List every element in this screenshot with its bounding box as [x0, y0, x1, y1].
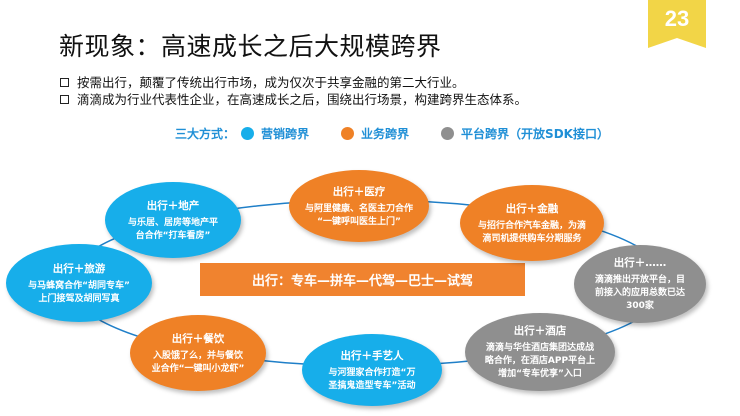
bullet-item: 按需出行，颠覆了传统出行市场，成为仅次于共享金融的第二大行业。	[60, 74, 527, 91]
node-text: 与阿里健康、名医主刀合作	[304, 203, 413, 214]
node-title: 出行＋地产	[146, 199, 200, 212]
bullet-square-icon	[60, 78, 69, 87]
legend-text: 平台跨界（开放SDK接口）	[461, 127, 609, 141]
node-text: 滴滴与华住酒店集团达成战	[485, 343, 594, 353]
node-real-estate: 出行＋地产 与乐居、居房等地产平 台合作“打车看房”	[105, 182, 241, 258]
bullet-list: 按需出行，颠覆了传统出行市场，成为仅次于共享金融的第二大行业。 滴滴成为行业代表…	[60, 74, 527, 108]
node-text: 与乐居、居房等地产平	[127, 217, 218, 228]
node-text: 300家	[626, 301, 654, 311]
node-food: 出行＋餐饮 入股饿了么，并与餐饮 业合作“一键叫小龙虾”	[130, 315, 266, 391]
node-more: 出行＋…… 滴滴推出开放平台，目 前接入的应用总数已达 300家	[574, 245, 706, 323]
node-medical: 出行＋医疗 与阿里健康、名医主刀合作 “一键呼叫医生上门”	[289, 170, 429, 242]
slide-title: 新现象：高速成长之后大规模跨界	[59, 32, 442, 61]
bullet-square-icon	[60, 95, 69, 104]
node-text: 增加“专车优享”入口	[498, 369, 582, 379]
node-title: 出行＋餐饮	[171, 332, 225, 345]
node-title: 出行＋……	[613, 257, 667, 269]
legend-item-business: 业务跨界	[335, 125, 409, 142]
node-text: 与招行合作汽车金融，为滴	[477, 220, 586, 231]
node-text: 滴司机提供购车分期服务	[482, 233, 582, 244]
node-text: 入股饿了么，并与餐饮	[152, 350, 243, 361]
node-text: 圣搞鬼造型专车”活动	[328, 380, 416, 391]
page-badge	[648, 0, 706, 38]
legend-text: 营销跨界	[261, 127, 310, 141]
node-title: 出行＋手艺人	[340, 349, 404, 362]
node-text: 与河狸家合作打造“万	[328, 367, 416, 378]
node-hotel: 出行＋酒店 滴滴与华住酒店集团达成战 略合作，在酒店APP平台上 增加“专车优享…	[465, 313, 615, 391]
legend-item-marketing: 营销跨界	[235, 125, 309, 142]
page-number: 23	[664, 6, 690, 31]
legend-text: 业务跨界	[361, 127, 410, 141]
node-artisan: 出行＋手艺人 与河狸家合作打造“万 圣搞鬼造型专车”活动	[302, 334, 442, 406]
bullet-text: 滴滴成为行业代表性企业，在高速成长之后，围绕出行场景，构建跨界生态体系。	[77, 92, 528, 107]
node-text: 与马蜂窝合作“胡同专车”	[28, 280, 130, 291]
node-title: 出行＋旅游	[52, 262, 106, 275]
node-text: 上门接驾及胡同写真	[38, 293, 120, 304]
gray-dot-icon	[441, 127, 455, 140]
node-title: 出行＋酒店	[513, 325, 567, 337]
bullet-text: 按需出行，颠覆了传统出行市场，成为仅次于共享金融的第二大行业。	[77, 75, 465, 90]
bullet-item: 滴滴成为行业代表性企业，在高速成长之后，围绕出行场景，构建跨界生态体系。	[60, 91, 527, 108]
center-travel-bar: 出行：专车—拼车—代驾—巴士—试驾	[200, 263, 525, 296]
legend-item-platform: 平台跨界（开放SDK接口）	[435, 125, 609, 142]
blue-dot-icon	[241, 127, 255, 140]
node-text: 略合作，在酒店APP平台上	[484, 356, 596, 366]
node-finance: 出行＋金融 与招行合作汽车金融，为滴 滴司机提供购车分期服务	[460, 185, 604, 261]
node-text: 业合作“一键叫小龙虾”	[151, 363, 245, 374]
node-title: 出行＋金融	[505, 202, 559, 215]
orange-dot-icon	[341, 127, 355, 140]
node-text: 台合作“打车看房”	[135, 230, 211, 241]
node-travel: 出行＋旅游 与马蜂窝合作“胡同专车” 上门接驾及胡同写真	[6, 244, 152, 322]
page-badge-tail	[648, 38, 706, 48]
legend-label: 三大方式：	[175, 127, 236, 141]
legend: 三大方式： 营销跨界 业务跨界 平台跨界（开放SDK接口）	[175, 125, 635, 142]
node-title: 出行＋医疗	[332, 185, 386, 198]
node-text: 滴滴推出开放平台，目	[594, 275, 685, 285]
node-text: 前接入的应用总数已达	[594, 288, 685, 298]
node-text: “一键呼叫医生上门”	[317, 216, 401, 227]
